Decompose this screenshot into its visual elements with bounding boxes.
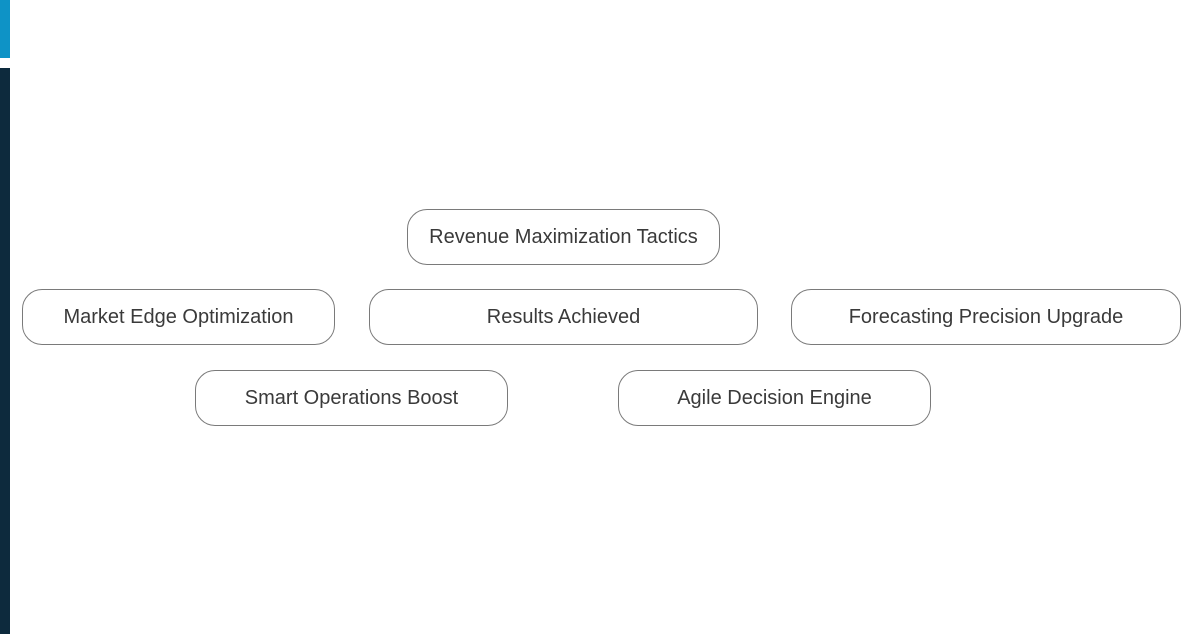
node-results-achieved: Results Achieved	[369, 289, 758, 345]
node-label: Smart Operations Boost	[244, 386, 459, 409]
node-label: Forecasting Precision Upgrade	[848, 305, 1124, 328]
node-label: Agile Decision Engine	[677, 386, 872, 409]
node-revenue-maximization-tactics: Revenue Maximization Tactics	[407, 209, 720, 265]
accent-bar-side	[0, 68, 10, 634]
node-market-edge-optimization: Market Edge Optimization	[22, 289, 335, 345]
node-forecasting-precision-upgrade: Forecasting Precision Upgrade	[791, 289, 1181, 345]
node-label: Results Achieved	[486, 305, 641, 328]
node-label: Market Edge Optimization	[63, 305, 294, 328]
accent-bar-top	[0, 0, 10, 58]
node-agile-decision-engine: Agile Decision Engine	[618, 370, 931, 426]
node-smart-operations-boost: Smart Operations Boost	[195, 370, 508, 426]
node-label: Revenue Maximization Tactics	[429, 225, 698, 248]
